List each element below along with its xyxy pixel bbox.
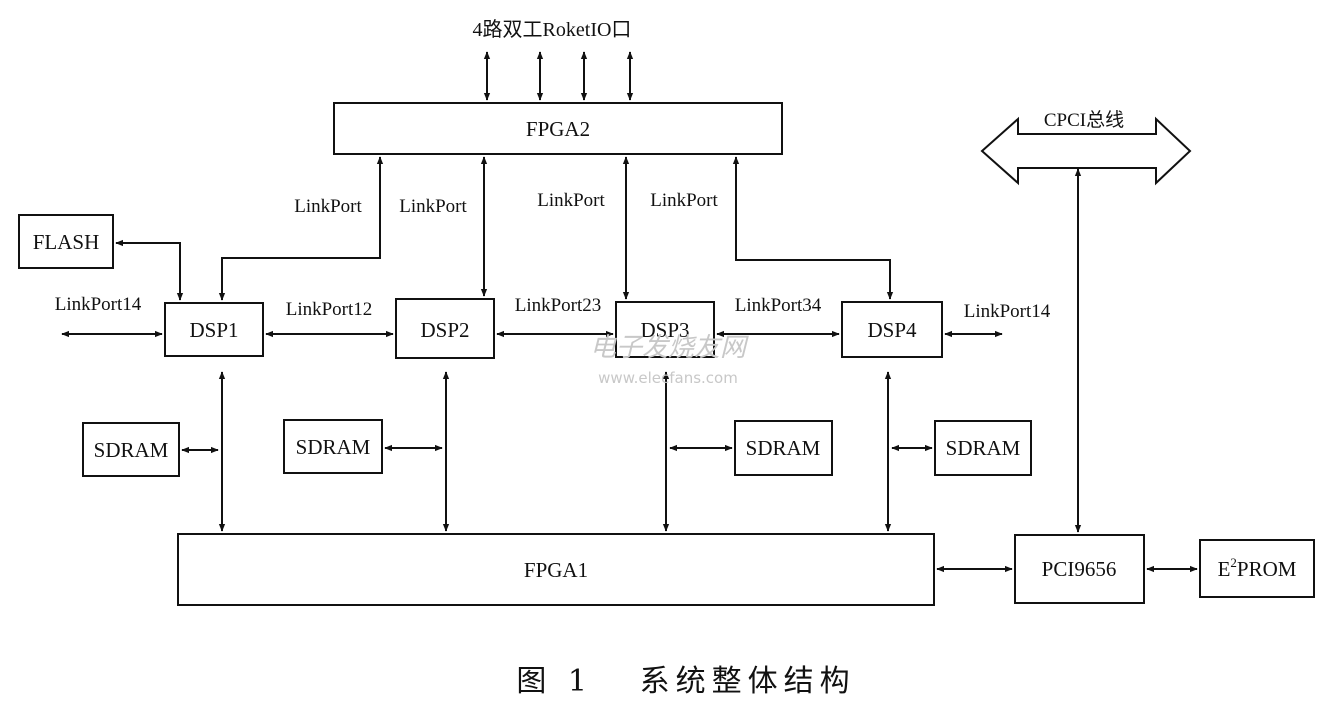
eprom-label-sup: 2: [1230, 555, 1237, 570]
dsp3-block: DSP3: [615, 301, 715, 358]
dsp1-label: DSP1: [189, 318, 238, 342]
sdram-links: [181, 444, 933, 454]
fpga1-block: FPGA1: [177, 533, 935, 606]
dsp4-block: DSP4: [841, 301, 943, 358]
watermark-url: www.elecfans.com: [598, 369, 738, 387]
linkport14-left-label: LinkPort14: [55, 294, 142, 315]
watermark: 电子发烧友网 www.elecfans.com: [590, 333, 749, 387]
linkport12-label: LinkPort12: [286, 299, 373, 320]
linkport-label-3: LinkPort: [537, 190, 605, 211]
figure-caption: 图 1 系统整体结构: [516, 664, 855, 699]
dsp3-label: DSP3: [640, 318, 689, 342]
link-fpga2-dsp1: [218, 156, 384, 301]
linkport34-label: LinkPort34: [735, 295, 822, 316]
link-flash-dsp1: [115, 239, 184, 301]
sdram1-label: SDRAM: [94, 438, 169, 462]
sdram2-block: SDRAM: [283, 419, 383, 474]
eprom-label: E2PROM: [1218, 555, 1297, 581]
eprom-label-rest: PROM: [1237, 557, 1297, 581]
fpga2-block: FPGA2: [333, 102, 783, 155]
dsp2-label: DSP2: [420, 318, 469, 342]
flash-label: FLASH: [33, 230, 100, 254]
dsp4-label: DSP4: [867, 318, 917, 342]
cpci-bus: CPCI总线: [980, 109, 1192, 186]
link-fpga2-dsp4: [732, 156, 894, 300]
sdram4-label: SDRAM: [946, 436, 1021, 460]
fpga2-dsp-links: [218, 156, 894, 301]
cpci-bus-label: CPCI总线: [1044, 109, 1124, 131]
pci9656-label: PCI9656: [1042, 557, 1117, 581]
dsp1-block: DSP1: [164, 302, 264, 357]
cpci-bus-arrow: [980, 116, 1192, 186]
rocketio-arrows: [483, 51, 634, 101]
sdram2-label: SDRAM: [296, 435, 371, 459]
sdram1-block: SDRAM: [82, 422, 180, 477]
linkport-label-4: LinkPort: [650, 190, 718, 211]
fpga1-label: FPGA1: [524, 558, 588, 582]
eprom-label-e: E: [1218, 557, 1231, 581]
linkport14-right-label: LinkPort14: [964, 301, 1051, 322]
dsp2-block: DSP2: [395, 298, 495, 359]
dsp-fpga1-links: [218, 371, 892, 532]
linkport23-label: LinkPort23: [515, 295, 602, 316]
linkport-label-1: LinkPort: [294, 196, 362, 217]
rocketio-title: 4路双工RoketIO口: [473, 18, 632, 41]
flash-block: FLASH: [18, 214, 114, 269]
sdram4-block: SDRAM: [934, 420, 1032, 476]
pci9656-block: PCI9656: [1014, 534, 1145, 604]
sdram3-label: SDRAM: [746, 436, 821, 460]
sdram3-block: SDRAM: [734, 420, 833, 476]
eprom-block: E2PROM: [1199, 539, 1315, 598]
fpga2-label: FPGA2: [526, 117, 590, 141]
linkport-label-2: LinkPort: [399, 196, 467, 217]
watermark-cn: 电子发烧友网: [590, 333, 749, 363]
